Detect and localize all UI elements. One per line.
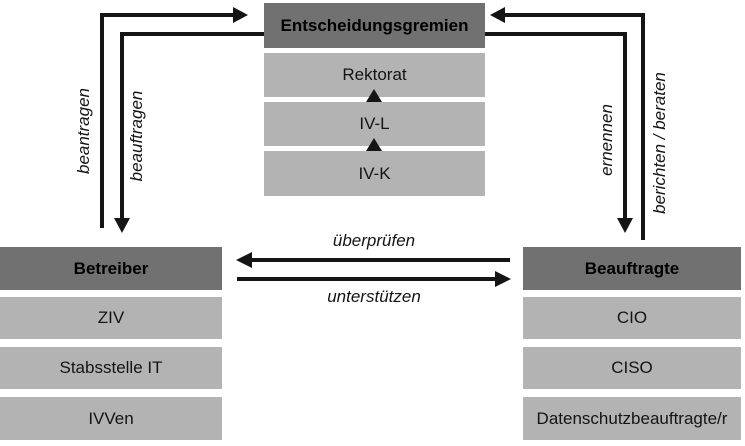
box-datenschutzbeauftragte: Datenschutzbeauftragte/r [523,397,741,440]
box-ziv: ZIV [0,297,222,339]
beantragen-label: beantragen [74,87,93,175]
beauftragen-arrowhead-icon [114,218,130,233]
ueberpruefen-arrowhead-icon [236,252,252,268]
box-stabsstelle-it: Stabsstelle IT [0,347,222,389]
ueberpruefen-arrow-line [252,258,510,262]
unterstuetzen-arrow-line [237,277,495,281]
berichten-beraten-arrowhead-icon [490,7,505,23]
box-cio: CIO [523,297,741,339]
beauftragen-label: beauftragen [127,90,146,182]
ernennen-arrow-hline [485,32,627,36]
arrow-up-icon-ivl-to-rektorat [366,89,382,102]
ueberpruefen-label: überprüfen [332,231,416,250]
berichten-beraten-arrow-hline [505,13,645,17]
beauftragen-arrow-vline [120,32,124,218]
beantragen-arrowhead-icon [233,7,248,23]
box-iv-k: IV-K [264,151,485,196]
box-beauftragte: Beauftragte [523,247,741,290]
berichten-beraten-label: berichten / beraten [650,72,669,214]
box-betreiber: Betreiber [0,247,222,290]
arrow-up-icon-ivk-to-ivl [366,138,382,151]
beantragen-arrow-vline [100,13,104,228]
berichten-beraten-arrow-vline [641,13,645,240]
ernennen-arrow-vline [623,32,627,218]
unterstuetzen-arrowhead-icon [495,271,511,287]
box-entscheidungsgremien: Entscheidungsgremien [264,3,485,48]
ernennen-arrowhead-icon [617,218,633,233]
beantragen-arrow-hline [100,13,234,17]
box-ciso: CISO [523,347,741,389]
box-ivven: IVVen [0,397,222,440]
ernennen-label: ernennen [597,104,616,176]
beauftragen-arrow-hline [120,32,264,36]
unterstuetzen-label: unterstützen [327,287,421,306]
